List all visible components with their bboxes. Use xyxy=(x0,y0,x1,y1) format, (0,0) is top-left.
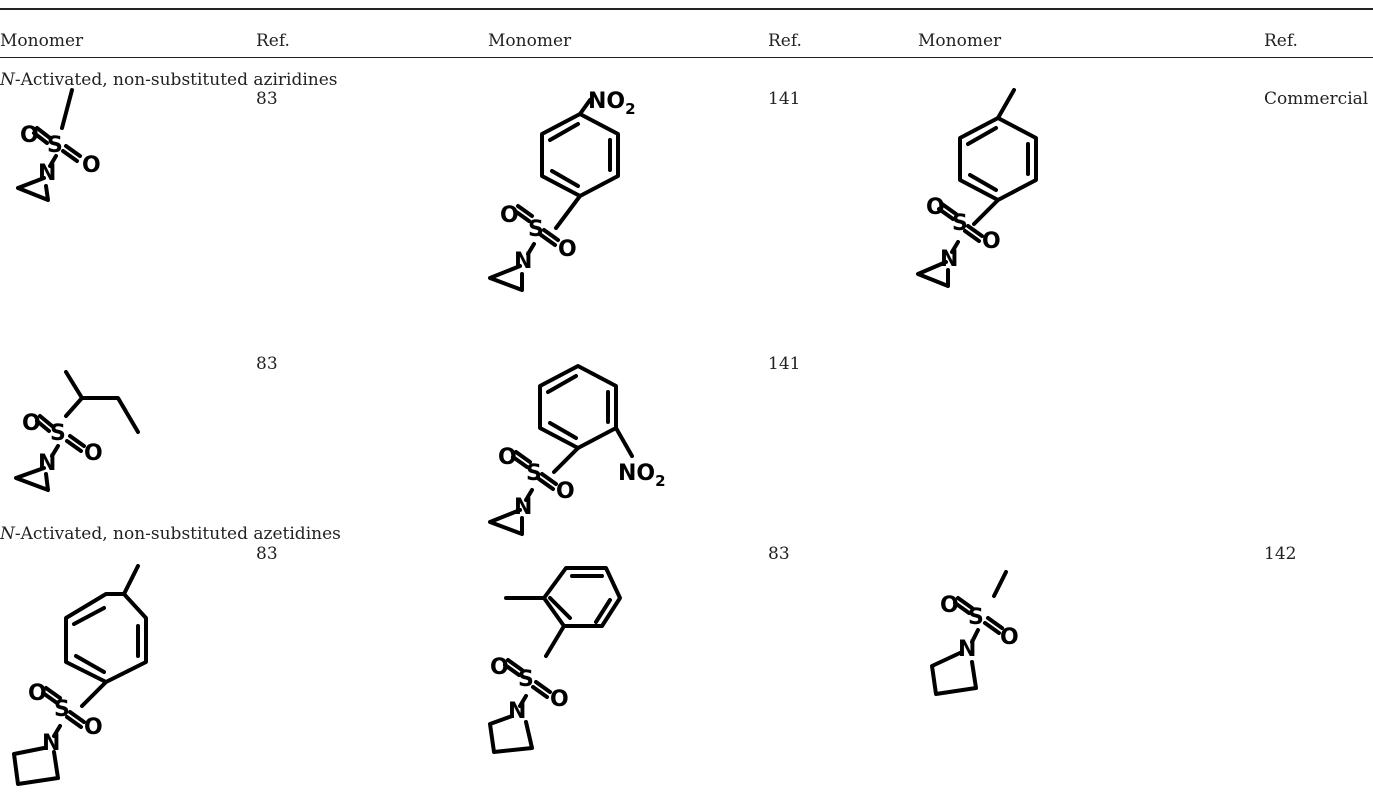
atom-n: N xyxy=(514,495,532,520)
atom-o: O xyxy=(558,237,577,262)
atom-s: S xyxy=(50,421,66,446)
ref-cell: 83 xyxy=(768,544,790,564)
atom-n: N xyxy=(38,451,56,476)
table-header-rule xyxy=(0,57,1373,58)
molecule-o-toluenesulfonyl-azetidine: O S O N xyxy=(488,566,622,754)
table-top-rule xyxy=(0,8,1373,10)
ref-cell: 141 xyxy=(768,89,801,109)
atom-s: S xyxy=(518,667,534,692)
col-header-ref-1: Ref. xyxy=(256,31,290,51)
atom-n: N xyxy=(958,637,976,662)
atom-o: O xyxy=(940,593,959,618)
atom-o: O xyxy=(982,229,1001,254)
ref-cell: 83 xyxy=(256,544,278,564)
atom-n: N xyxy=(514,249,532,274)
col-header-monomer-3: Monomer xyxy=(918,31,1002,51)
molecule-mesyl-azetidine: O S O N xyxy=(930,570,1019,696)
ref-cell: 83 xyxy=(256,89,278,109)
col-header-ref-3: Ref. xyxy=(1264,31,1298,51)
col-header-monomer-2: Monomer xyxy=(488,31,572,51)
atom-no2: NO2 xyxy=(588,89,636,118)
atom-o: O xyxy=(84,715,103,740)
molecule-sec-butylsulfonyl-aziridine: O S O N xyxy=(14,370,140,492)
atom-s: S xyxy=(54,697,70,722)
atom-s: S xyxy=(528,217,544,242)
atom-o: O xyxy=(498,445,517,470)
atom-o: O xyxy=(28,681,47,706)
atom-n: N xyxy=(38,161,56,186)
ref-cell: 141 xyxy=(768,354,801,374)
ref-cell: 83 xyxy=(256,354,278,374)
atom-o: O xyxy=(500,203,519,228)
atom-o: O xyxy=(556,479,575,504)
col-header-ref-2: Ref. xyxy=(768,31,802,51)
atom-o: O xyxy=(926,195,945,220)
molecule-tosyl-azetidine: O S O N xyxy=(12,564,148,786)
atom-n: N xyxy=(508,699,526,724)
section-title-aziridines: N-Activated, non-substituted aziridines xyxy=(0,70,338,90)
atom-o: O xyxy=(550,687,569,712)
atom-o: O xyxy=(22,411,41,436)
atom-o: O xyxy=(20,123,39,148)
atom-o: O xyxy=(490,655,509,680)
atom-s: S xyxy=(968,605,984,630)
atom-s: S xyxy=(952,211,968,236)
atom-o: O xyxy=(84,441,103,466)
molecule-2-nitrophenylsulfonyl-aziridine: NO2 O S O N xyxy=(488,364,666,536)
atom-no2: NO2 xyxy=(618,461,666,490)
atom-s: S xyxy=(526,461,542,486)
atom-n: N xyxy=(940,247,958,272)
col-header-monomer-1: Monomer xyxy=(0,31,84,51)
ref-cell: Commercial xyxy=(1264,89,1369,109)
molecule-4-nitrophenylsulfonyl-aziridine: NO2 O S O N xyxy=(488,89,636,292)
atom-o: O xyxy=(82,153,101,178)
molecule-tosyl-aziridine: O S O N xyxy=(916,88,1038,288)
molecule-mesyl-aziridine: O S O N xyxy=(16,88,101,202)
ref-cell: 142 xyxy=(1264,544,1297,564)
atom-o: O xyxy=(1000,625,1019,650)
atom-s: S xyxy=(47,133,63,158)
section-title-azetidines: N-Activated, non-substituted azetidines xyxy=(0,524,341,544)
atom-n: N xyxy=(42,731,60,756)
